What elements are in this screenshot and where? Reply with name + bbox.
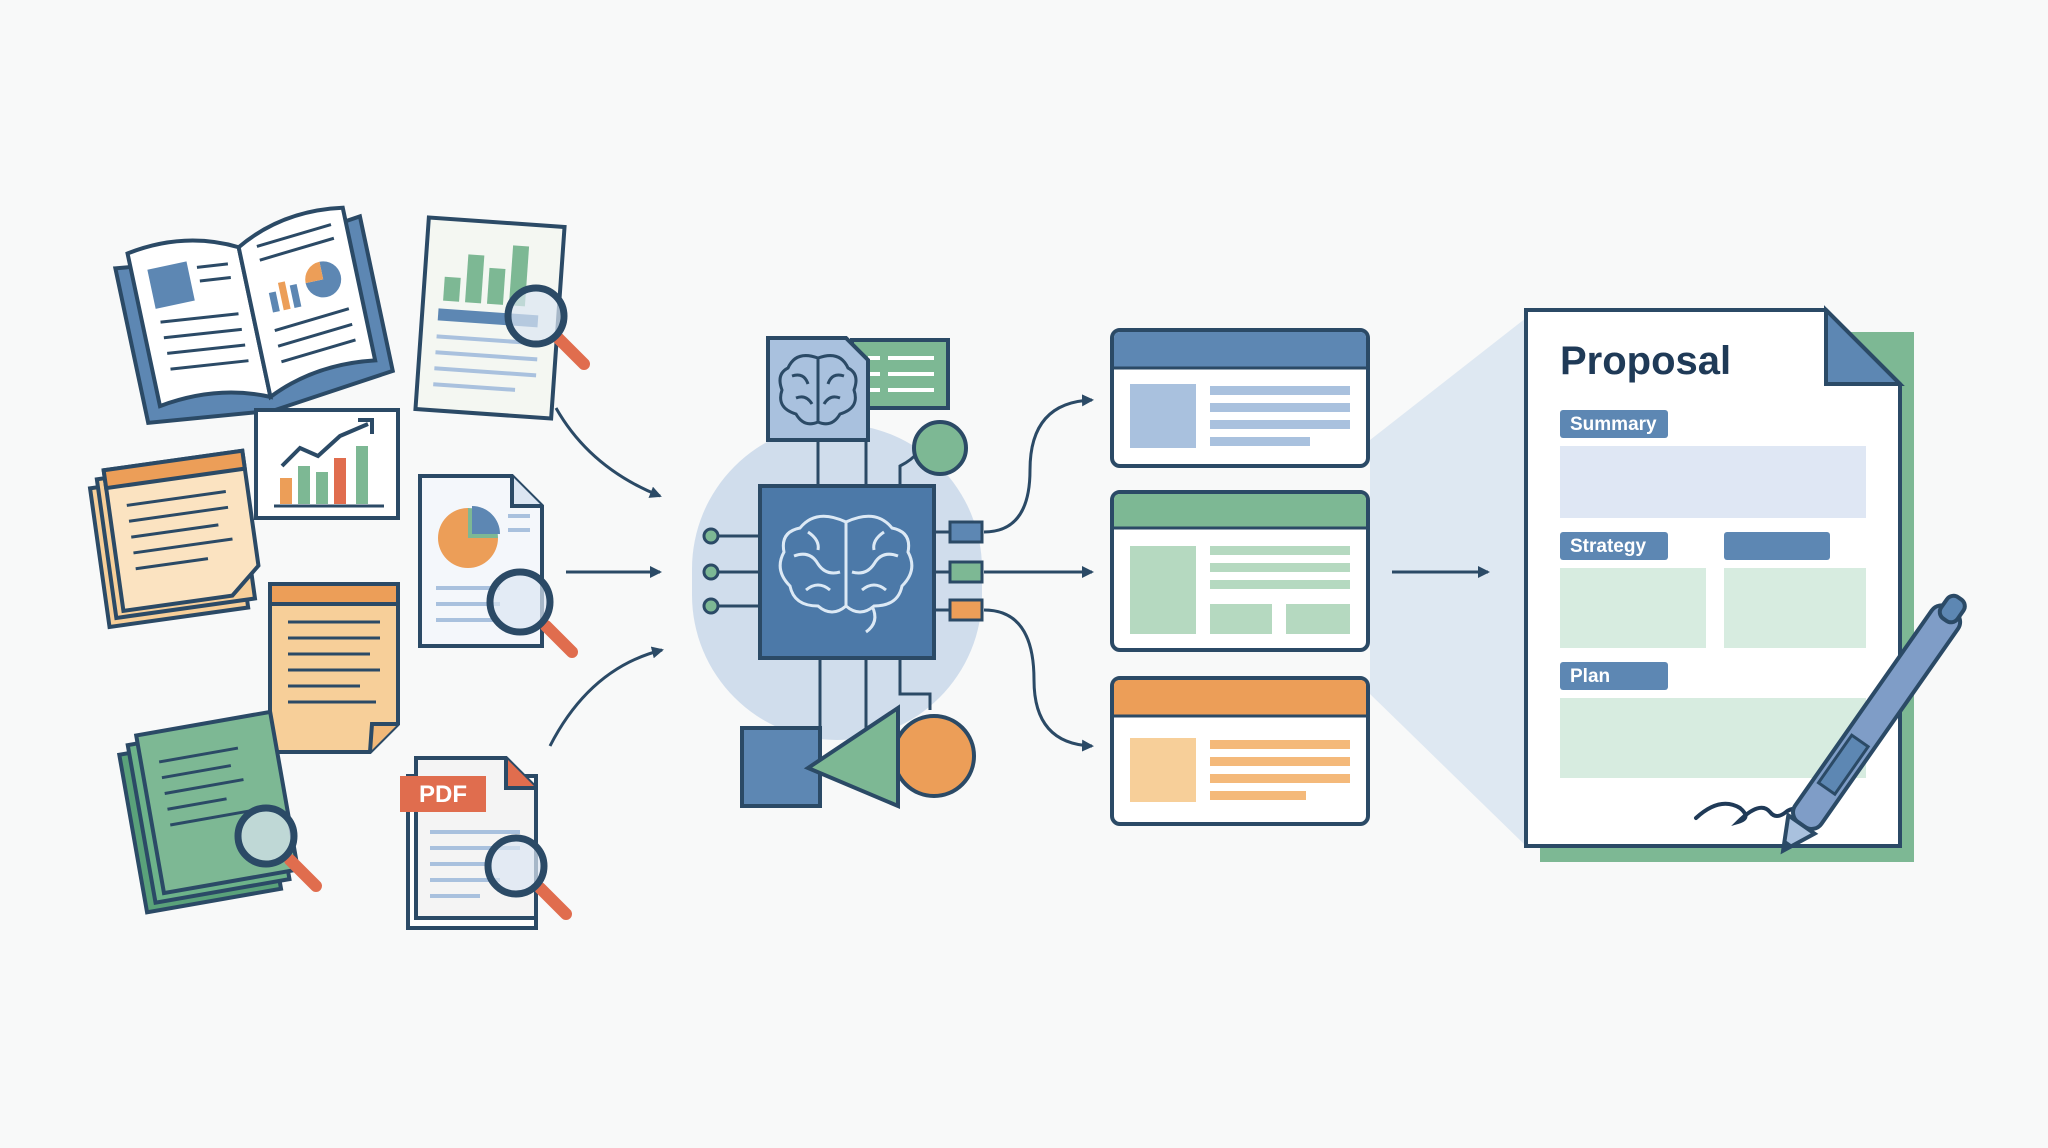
magnifier-icon: [234, 804, 322, 892]
strategy-tag: [1560, 532, 1668, 560]
proposal-title: Proposal: [1560, 339, 1731, 383]
magnifier-icon: [504, 284, 590, 370]
input-documents: PDF: [87, 205, 590, 930]
open-book-icon: [112, 205, 396, 426]
pdf-label: PDF: [419, 781, 467, 808]
input-arrows: [548, 407, 664, 747]
notepad-icon: [268, 582, 400, 754]
strategy-tag-secondary: [1724, 532, 1830, 560]
summary-label: Summary: [1570, 414, 1657, 435]
orange-circle-shape: [892, 714, 976, 798]
magnifier-icon: [484, 834, 572, 920]
plan-label: Plan: [1570, 666, 1610, 687]
plan-tag: [1560, 662, 1668, 690]
brain-tile-icon: [766, 336, 870, 442]
ai-processor: [692, 336, 984, 810]
output-cards: [1110, 328, 1370, 826]
arrow-out-bottom: [983, 608, 1094, 752]
plan-block: [1560, 698, 1866, 778]
magnifier-icon: [486, 568, 578, 658]
arrow-out-top: [983, 394, 1094, 534]
proposal-document: Proposal Summary Strategy Plan: [1524, 305, 1914, 862]
pen-icon: [1780, 593, 1967, 855]
output-arrows: [983, 394, 1094, 752]
arrow-in-bottom: [548, 646, 664, 747]
strategy-block-right: [1724, 568, 1866, 648]
triangle-shape-icon: [803, 704, 900, 810]
arrow-in-top: [554, 407, 662, 498]
brain-chip-icon: [758, 484, 936, 660]
circle-shape-icon: [912, 420, 968, 476]
blue-summary-card: [1110, 328, 1370, 468]
strategy-block-left: [1560, 568, 1706, 648]
summary-tag: [1560, 410, 1668, 438]
projection-beam: [1370, 318, 1526, 846]
summary-block: [1560, 446, 1866, 518]
strategy-label: Strategy: [1570, 536, 1646, 557]
line-chart-card-icon: [254, 408, 400, 520]
green-strategy-card: [1110, 490, 1370, 652]
orange-plan-card: [1110, 676, 1370, 826]
pdf-badge: [400, 776, 486, 812]
sticky-notes-icon: [87, 448, 261, 630]
page-fold-icon: [1824, 305, 1905, 386]
signature-mark: [1694, 801, 1814, 827]
